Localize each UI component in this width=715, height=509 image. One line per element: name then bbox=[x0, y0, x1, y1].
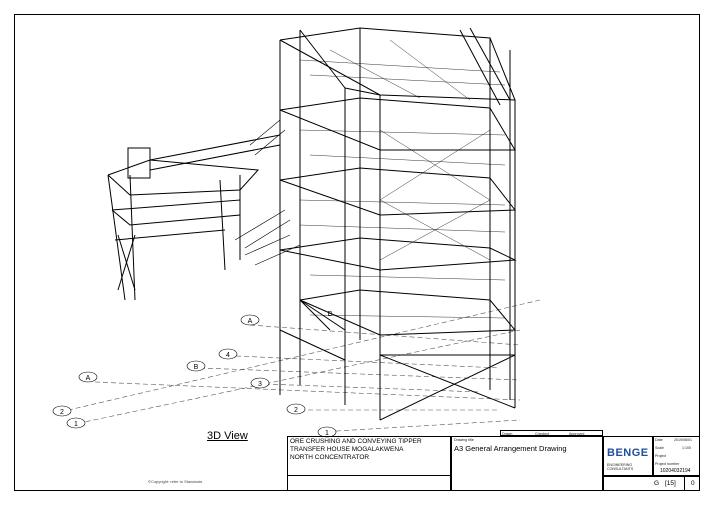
project-divider bbox=[288, 475, 450, 476]
sheet-box: G [15] 0 bbox=[603, 476, 700, 491]
copyright-note: ©Copyright: refer to Standards bbox=[148, 479, 203, 484]
date-value: 2019/08/01 bbox=[674, 438, 692, 442]
grid-marker-b bbox=[186, 360, 206, 372]
grid-label-a-front: A bbox=[86, 375, 91, 382]
approval-checked: Checked bbox=[535, 432, 550, 436]
drawing-number: 10204032194 bbox=[660, 468, 691, 474]
meta-box: Date 2019/08/01 Scale 1:100 Project Proj… bbox=[653, 436, 700, 476]
grid-markers bbox=[52, 314, 337, 438]
grid-label-3: 3 bbox=[258, 381, 262, 388]
grid-marker-1-right bbox=[317, 426, 337, 438]
approval-approved: Approved bbox=[569, 432, 585, 436]
project-line-1: ORE CRUSHING AND CONVEYING TIPPER bbox=[290, 438, 422, 445]
view-label: 3D View bbox=[207, 430, 248, 442]
ground-grid bbox=[59, 299, 541, 433]
sheet-number: [15] bbox=[665, 480, 676, 487]
scale-value: 1:100 bbox=[682, 446, 691, 450]
project-label: Project bbox=[655, 454, 667, 458]
grid-label-1-right: 1 bbox=[325, 430, 329, 437]
revision: 0 bbox=[691, 480, 695, 487]
project-line-3: NORTH CONCENTRATOR bbox=[290, 454, 370, 461]
grid-label-4: 4 bbox=[226, 352, 230, 359]
grid-marker-2-right bbox=[286, 403, 306, 415]
grid-label-a-back: A bbox=[248, 318, 253, 325]
approval-strip: Drawn Checked Approved bbox=[500, 430, 603, 436]
main-tower bbox=[279, 27, 517, 421]
grid-label-b: B bbox=[194, 364, 199, 371]
date-label: Date bbox=[655, 438, 663, 442]
company-logo: BENGE bbox=[607, 447, 649, 459]
drawing-title-caption: Drawing title bbox=[454, 438, 474, 442]
drawing-title: A3 General Arrangement Drawing bbox=[454, 444, 567, 453]
grid-label-b-structure: B bbox=[328, 311, 333, 318]
drawing-number-label: Project number bbox=[655, 462, 680, 466]
grid-marker-1-left bbox=[66, 417, 86, 429]
grid-marker-4 bbox=[218, 348, 238, 360]
approval-drawn: Drawn bbox=[502, 432, 513, 436]
grid-marker-a-front bbox=[78, 371, 98, 383]
grid-marker-3 bbox=[250, 377, 270, 389]
company-subtitle: ENGINEERING CONSULTANTS bbox=[607, 463, 634, 471]
drawing-title-box: Drawing title A3 General Arrangement Dra… bbox=[451, 436, 603, 491]
project-box: ORE CRUSHING AND CONVEYING TIPPER TRANSF… bbox=[287, 436, 451, 491]
grid-label-2-left: 2 bbox=[60, 409, 64, 416]
project-line-2: TRANSFER HOUSE MOGALAKWENA bbox=[290, 446, 404, 453]
conveyor-support bbox=[107, 119, 331, 331]
grid-label-1-left: 1 bbox=[74, 421, 78, 428]
grid-label-2-right: 2 bbox=[294, 407, 298, 414]
grid-marker-2-left bbox=[52, 405, 72, 417]
logo-box: BENGE ENGINEERING CONSULTANTS bbox=[603, 436, 653, 476]
sheet-letter: G bbox=[654, 480, 660, 487]
grid-marker-a-back bbox=[240, 314, 260, 326]
scale-label: Scale bbox=[655, 446, 664, 450]
revision-divider bbox=[684, 477, 685, 490]
